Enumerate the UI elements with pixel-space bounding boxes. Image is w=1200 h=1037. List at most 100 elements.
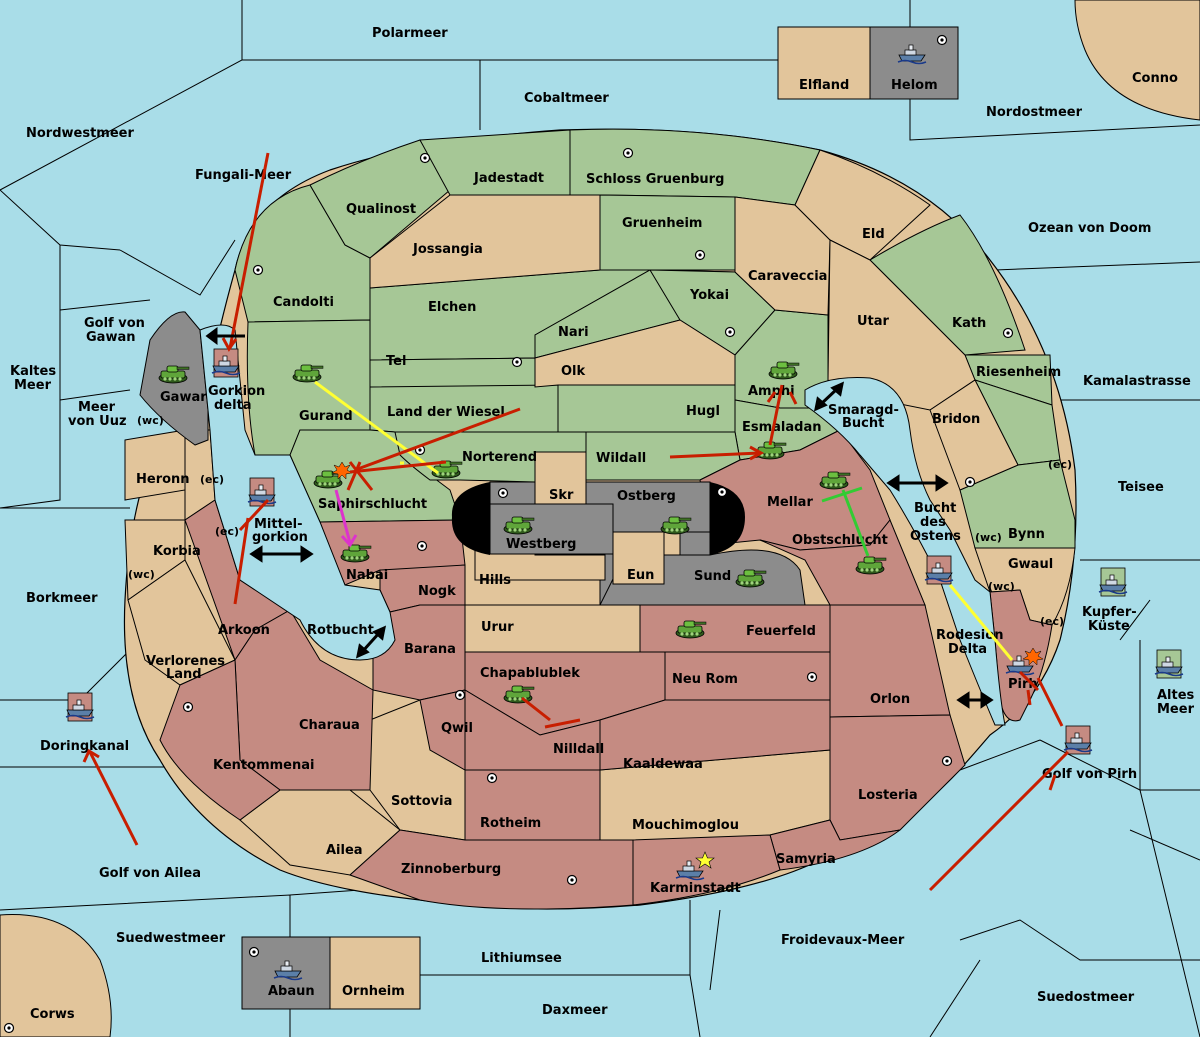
label-utar: Utar <box>857 314 890 329</box>
label-land-wiesel: Land der Wiesel <box>387 405 505 420</box>
label-suedostmeer: Suedostmeer <box>1037 990 1135 1005</box>
label-rotheim: Rotheim <box>480 816 541 831</box>
label-hugl: Hugl <box>686 404 720 419</box>
burst-icon <box>331 461 353 480</box>
coast-tag-bynn-w: (wc) <box>975 531 1002 544</box>
label-bynn: Bynn <box>1008 527 1045 542</box>
label-saphir: Saphirschlucht <box>318 497 427 512</box>
label-zinnoberburg: Zinnoberburg <box>401 862 501 877</box>
smaragd-water <box>804 377 1006 726</box>
label-daxmeer: Daxmeer <box>542 1003 608 1018</box>
label-olk: Olk <box>561 364 586 379</box>
eun-box <box>612 531 665 585</box>
label-gwaul: Gwaul <box>1008 557 1053 572</box>
label-westberg: Westberg <box>506 537 576 552</box>
label-rotbucht: Rotbucht <box>307 623 374 638</box>
label-conno: Conno <box>1132 71 1178 86</box>
convoy-order <box>334 489 358 548</box>
star-icon <box>695 851 715 869</box>
label-smaragd: Smaragd-Bucht <box>828 403 899 431</box>
label-teisee: Teisee <box>1118 480 1164 495</box>
label-polarmeer: Polarmeer <box>372 26 448 41</box>
label-froidevaux: Froidevaux-Meer <box>781 933 905 948</box>
label-borkmeer: Borkmeer <box>26 591 98 606</box>
label-corws: Corws <box>30 1007 75 1022</box>
label-golf-pirh: Golf von Pirh <box>1042 767 1137 782</box>
label-tel: Tel <box>386 354 406 369</box>
label-ornheim: Ornheim <box>342 984 405 999</box>
label-ostberg: Ostberg <box>617 489 676 504</box>
label-gruenheim: Gruenheim <box>622 216 702 231</box>
label-jossangia: Jossangia <box>412 242 483 257</box>
region-labels: Polarmeer Cobaltmeer Nordwestmeer Nordos… <box>10 26 1195 1022</box>
label-wildall: Wildall <box>596 451 646 466</box>
label-elchen: Elchen <box>428 300 476 315</box>
label-korbia: Korbia <box>153 544 201 559</box>
label-orlon: Orlon <box>870 692 910 707</box>
label-urur: Urur <box>481 620 514 635</box>
coast-tag-korbia-w: (wc) <box>128 568 155 581</box>
label-qwil: Qwil <box>441 721 473 736</box>
label-skr: Skr <box>549 488 574 503</box>
label-caraveccia: Caraveccia <box>748 269 827 284</box>
label-suedwestmeer: Suedwestmeer <box>116 931 226 946</box>
label-riesenheim: Riesenheim <box>976 365 1061 380</box>
label-norterend: Norterend <box>462 450 537 465</box>
label-charaua: Charaua <box>299 718 360 733</box>
label-schloss: Schloss Gruenburg <box>586 172 724 187</box>
label-mouchimoglou: Mouchimoglou <box>632 818 739 833</box>
label-nordwestmeer: Nordwestmeer <box>26 126 134 141</box>
label-sund: Sund <box>694 569 731 584</box>
coast-tag-korbia-e: (ec) <box>215 525 239 538</box>
burst-icon-pirh <box>1022 647 1044 666</box>
label-cobaltmeer: Cobaltmeer <box>524 91 609 106</box>
sund-region <box>599 549 806 606</box>
label-qualinost: Qualinost <box>346 202 416 217</box>
label-fungali: Fungali-Meer <box>195 168 292 183</box>
label-lithiumsee: Lithiumsee <box>481 951 562 966</box>
label-eun: Eun <box>627 568 654 583</box>
label-feuerfeld: Feuerfeld <box>746 624 816 639</box>
label-mittel: Mittel-gorkion <box>252 517 308 545</box>
label-nilldall: Nilldall <box>553 742 604 757</box>
elfland-box <box>777 26 871 100</box>
label-heronn: Heronn <box>136 472 190 487</box>
label-hills: Hills <box>479 573 511 588</box>
label-abaun: Abaun <box>268 984 315 999</box>
label-eld: Eld <box>862 227 885 242</box>
label-jadestadt: Jadestadt <box>473 171 544 186</box>
ornheim-box <box>329 936 421 1010</box>
coast-tag-pirh-e: (ec) <box>1040 615 1064 628</box>
label-nari: Nari <box>558 325 589 340</box>
black-cap-left <box>451 482 490 555</box>
label-kath: Kath <box>952 316 986 331</box>
label-ailea: Ailea <box>326 843 363 858</box>
label-kamalastrasse: Kamalastrasse <box>1083 374 1191 389</box>
label-candolti: Candolti <box>273 295 334 310</box>
conno-land <box>1074 0 1200 121</box>
label-barana: Barana <box>404 642 456 657</box>
coast-tag-pirh-w: (wc) <box>988 580 1015 593</box>
label-karminstadt: Karminstadt <box>650 881 741 896</box>
label-helom: Helom <box>891 78 938 93</box>
label-gawar: Gawar <box>160 390 207 405</box>
corws-land <box>0 914 112 1037</box>
adjacency-arrows <box>205 327 994 709</box>
label-kaaldewaa: Kaaldewaa <box>623 757 703 772</box>
hold-order <box>821 486 870 557</box>
label-kentommenai: Kentommenai <box>213 758 314 773</box>
move-orders <box>82 152 1070 892</box>
label-elfland: Elfland <box>799 78 849 93</box>
label-chapablublek: Chapablublek <box>480 666 580 681</box>
label-kupfer: Kupfer-Küste <box>1082 605 1137 634</box>
label-doringkanal: Doringkanal <box>40 739 129 754</box>
black-cap-right <box>710 482 745 555</box>
